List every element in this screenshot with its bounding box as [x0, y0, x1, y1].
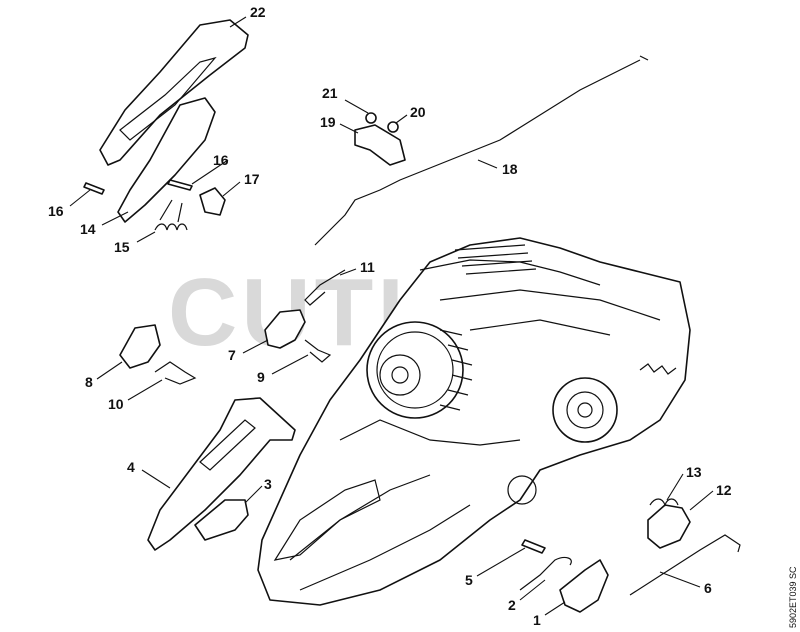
part-18-throttle-cable — [314, 55, 649, 246]
part-19-bracket — [354, 124, 406, 166]
part-12-lever — [647, 504, 691, 549]
callout-15: 15 — [114, 239, 130, 255]
callout-17: 17 — [244, 171, 260, 187]
callout-8: 8 — [85, 374, 93, 390]
callout-labels: 22 21 20 19 18 16 17 16 14 15 11 7 9 8 1… — [48, 4, 732, 628]
leader-lines — [69, 16, 714, 616]
callout-9: 9 — [257, 369, 265, 385]
callout-18: 18 — [502, 161, 518, 177]
part-20-screw — [387, 121, 399, 133]
part-4-handle-molding — [147, 397, 296, 551]
part-1-lock-lever — [559, 559, 609, 613]
callout-2: 2 — [508, 597, 516, 613]
part-13-spring — [649, 498, 679, 507]
callout-21: 21 — [322, 85, 338, 101]
part-2-spring — [519, 556, 572, 591]
callout-10: 10 — [108, 396, 124, 412]
callout-7: 7 — [228, 347, 236, 363]
diagram-reference-code: 5902ET039 SC — [788, 566, 798, 628]
callout-16-left: 16 — [48, 203, 64, 219]
part-10-spring — [154, 361, 197, 385]
part-6-rod — [629, 534, 741, 596]
part-5-pin — [521, 539, 546, 554]
part-14-handle-cover — [117, 97, 216, 223]
part-15-spring — [154, 199, 188, 231]
callout-3: 3 — [264, 476, 272, 492]
part-3-trigger-interlock — [194, 499, 249, 541]
callout-1: 1 — [533, 612, 541, 628]
part-16-pin-left — [83, 182, 105, 195]
part-16-pin-right — [167, 179, 193, 191]
part-9-spring-clip — [304, 339, 332, 363]
callout-6: 6 — [704, 580, 712, 596]
callout-14: 14 — [80, 221, 96, 237]
callout-12: 12 — [716, 482, 732, 498]
callout-13: 13 — [686, 464, 702, 480]
callout-5: 5 — [465, 572, 473, 588]
callout-11: 11 — [360, 259, 375, 275]
part-17-lever — [199, 187, 226, 216]
callout-22: 22 — [250, 4, 266, 20]
part-7-trigger-lever — [264, 309, 306, 349]
callout-4: 4 — [127, 459, 135, 475]
part-8-throttle-trigger — [119, 324, 161, 369]
part-11-rod — [304, 269, 346, 306]
engine-housing — [257, 237, 691, 606]
callout-19: 19 — [320, 114, 336, 130]
callout-20: 20 — [410, 104, 426, 120]
part-21-screw — [365, 112, 377, 124]
part-22-handle-molding — [99, 19, 249, 166]
callout-16-right: 16 — [213, 152, 229, 168]
